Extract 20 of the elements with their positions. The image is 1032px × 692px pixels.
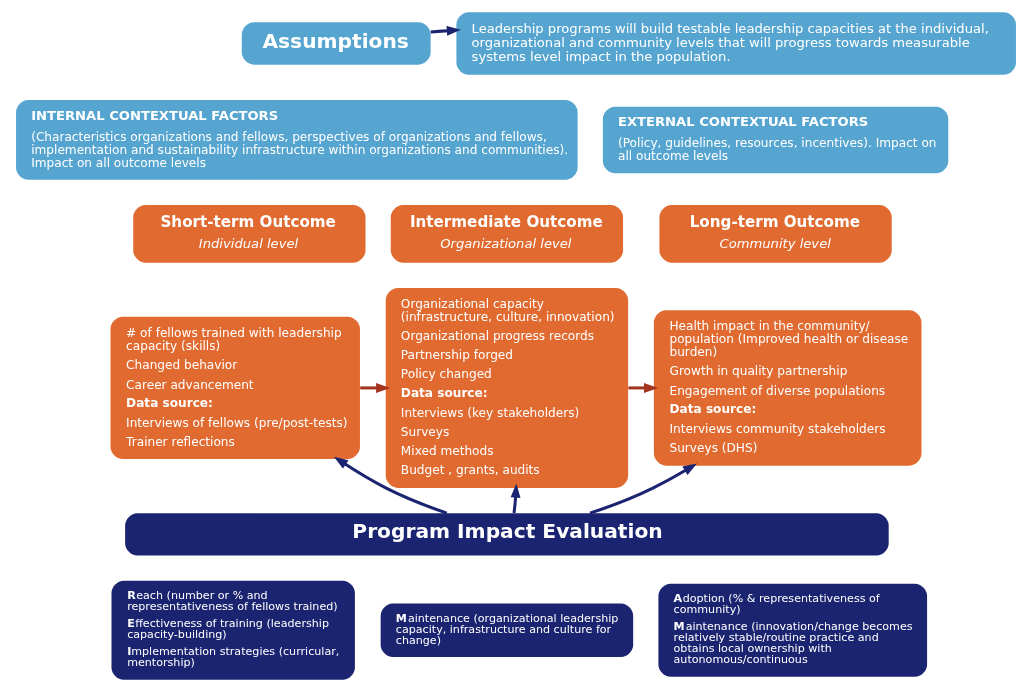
node-box: # of fellows trained with leadership capacity (skills) Changed behavior Career advancement Data source: Interviews of fellows (pre/post-tests) Trainer reflections (110, 316, 360, 460)
node-box: Adoption (% & representativeness of community) Maintenance (innovation/change becomes relatively stable/routine practice and obtains local ownership with autonomous/continuous (658, 583, 928, 677)
node-box: Intermediate Outcome Organizational level (390, 205, 624, 263)
node-box: Program Impact Evaluation (125, 513, 889, 556)
node-box: Short-term Outcome Individual level (133, 205, 366, 263)
node-box: Leadership programs will build testable leadership capacities at the individual, organizational and community levels that will progress towards measurable systems level impact in the population. (456, 12, 1016, 75)
node-box: Health impact in the community/ population (Improved health or disease burden) Growth in quality partnership Engagement of diverse populations Data source: Interviews community stakeholders Surveys (DHS) (653, 310, 922, 466)
node-box: Maintenance (organizational leadership capacity, infrastructure and culture for change) (380, 603, 634, 658)
node-box: Long-term Outcome Community level (659, 205, 892, 263)
node-box: INTERNAL CONTEXTUAL FACTORS (Characteristics organizations and fellows, perspectives of organizations and fellows, implementation and sustainability infrastructure within organizations and communities). Impact on all outcome levels (16, 100, 578, 180)
arrow (510, 483, 521, 514)
arrow (628, 382, 659, 393)
arrow (430, 25, 461, 36)
node-box: EXTERNAL CONTEXTUAL FACTORS (Policy, guidelines, resources, incentives). Impact on all outcome levels (602, 106, 949, 174)
arrow (589, 463, 698, 515)
node-box: Assumptions (241, 22, 431, 65)
arrow (360, 382, 391, 393)
node-box: Organizational capacity (infrastructure, culture, innovation) Organizational progress records Partnership forged Policy changed Data source: Interviews (key stakeholders) Surveys Mixed methods Budget , grants, audits (385, 287, 629, 488)
node-box: Reach (number or % and representativeness of fellows trained) Effectiveness of training (leadership capacity-building) Implementation strategies (curricular, mentorship) (111, 580, 355, 680)
arrow (333, 456, 448, 515)
